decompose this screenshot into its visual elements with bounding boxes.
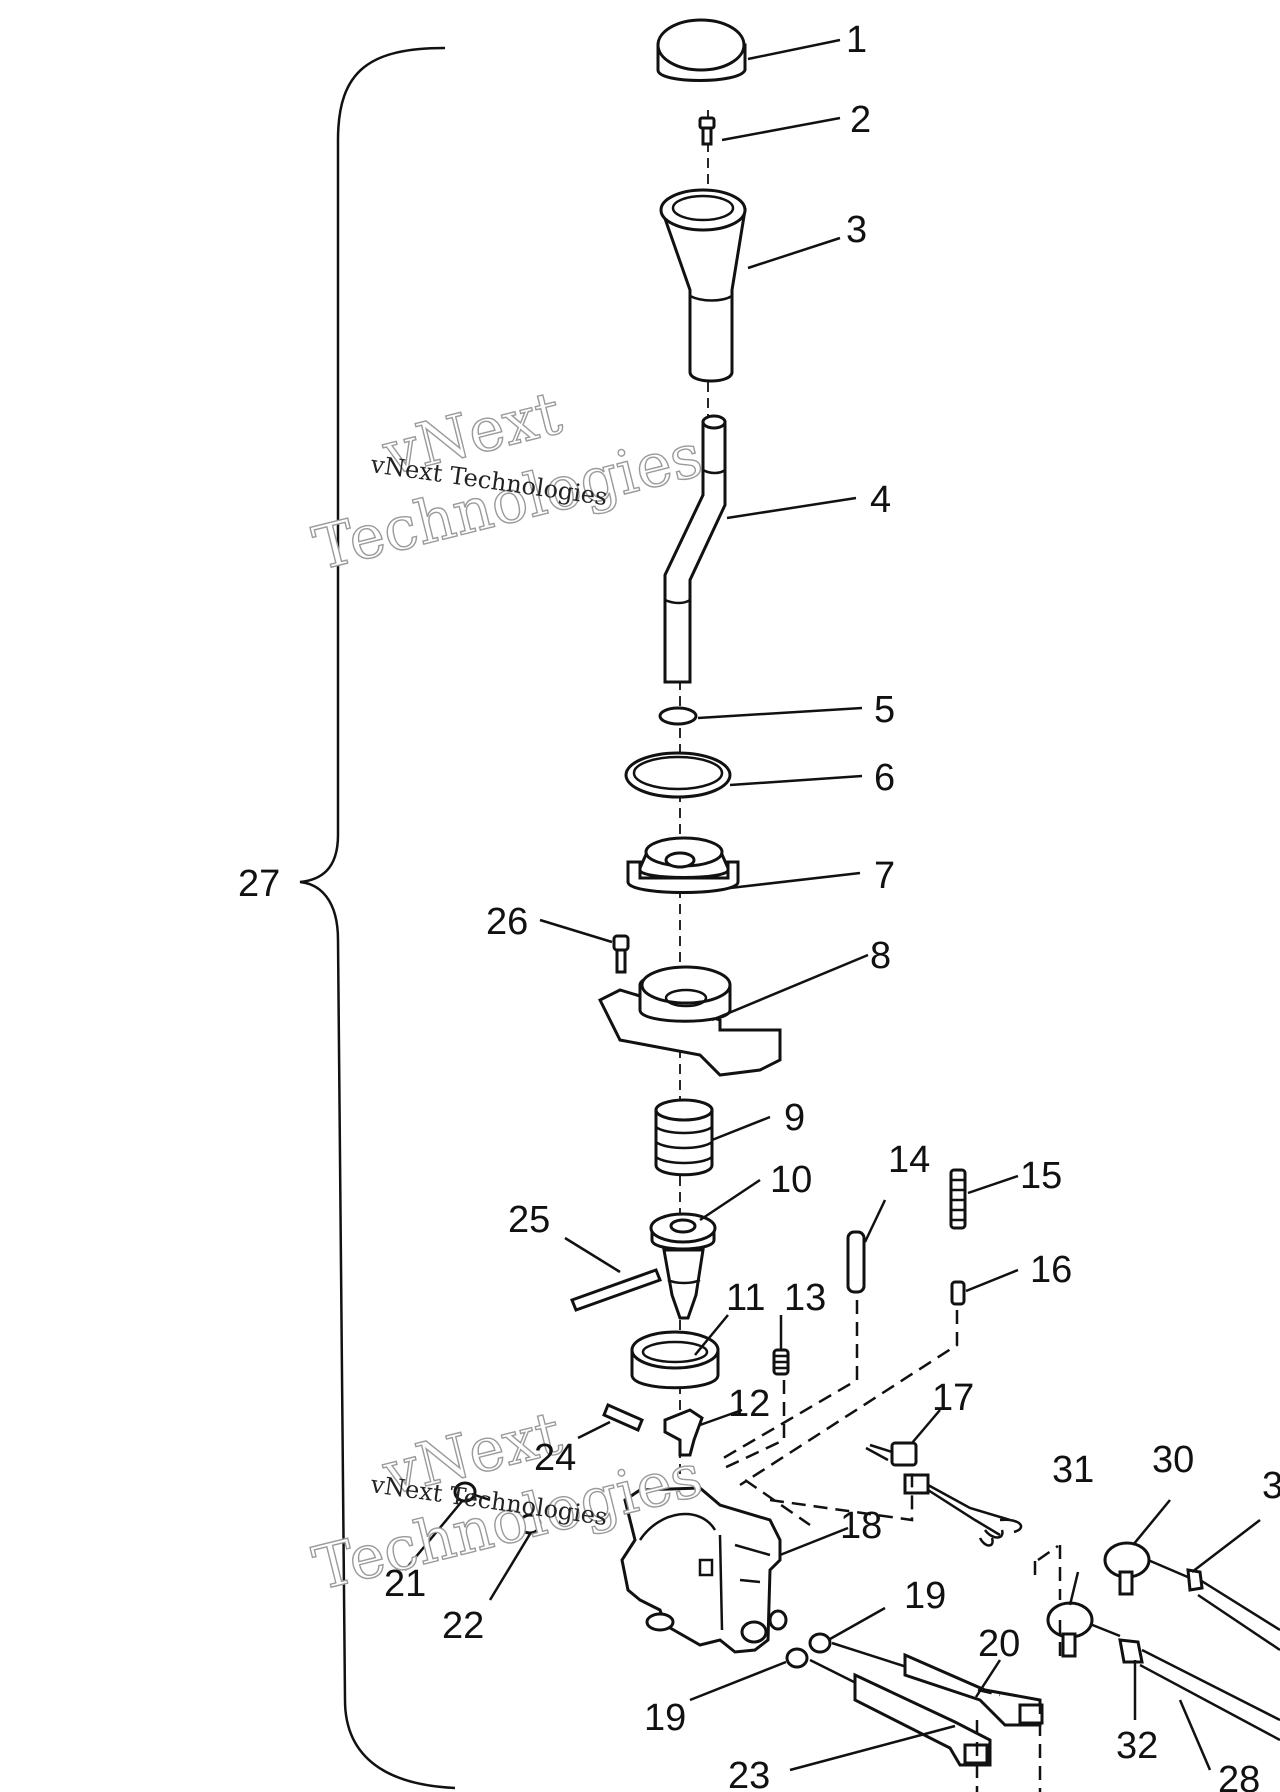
label-4: 4 <box>870 479 891 521</box>
label-31: 31 <box>1052 1449 1094 1491</box>
label-26: 26 <box>486 901 528 943</box>
part-16-nut <box>950 1280 966 1306</box>
part-20-clevis-rod <box>831 1641 1044 1727</box>
label-21: 21 <box>384 1563 426 1605</box>
label-2: 2 <box>850 99 871 141</box>
label-19-lower: 19 <box>644 1697 686 1739</box>
label-18: 18 <box>840 1505 882 1547</box>
label-25: 25 <box>508 1199 550 1241</box>
label-24: 24 <box>534 1437 576 1479</box>
part-8-housing-plate <box>597 965 782 1077</box>
part-15-stud <box>949 1168 967 1230</box>
part-21-bolt-shank <box>471 1492 491 1502</box>
label-22: 22 <box>442 1605 484 1647</box>
part-19a-o-ring <box>808 1632 832 1654</box>
label-33-partial: 3 <box>1262 1465 1280 1507</box>
part-19b-o-ring <box>785 1647 809 1669</box>
part-17-switch-harness <box>865 1441 1023 1547</box>
label-30: 30 <box>1152 1439 1194 1481</box>
label-1: 1 <box>846 19 867 61</box>
label-19-upper: 19 <box>904 1575 946 1617</box>
part-26-bolt <box>612 934 630 974</box>
part-30-ball-joint <box>1103 1541 1204 1596</box>
part-23-cable-rod <box>809 1658 992 1767</box>
part-10-pivot <box>649 1212 717 1320</box>
part-6-ring <box>624 751 732 799</box>
part-12-shift-finger <box>663 1408 704 1457</box>
part-2-screw <box>698 116 716 146</box>
label-11: 11 <box>726 1277 765 1319</box>
part-24-pin <box>602 1403 644 1432</box>
label-3: 3 <box>846 209 867 251</box>
label-32: 32 <box>1116 1725 1158 1767</box>
part-5-washer <box>658 706 698 726</box>
label-17: 17 <box>932 1377 974 1419</box>
part-32-nut <box>1118 1638 1144 1664</box>
part-22-washer <box>518 1513 542 1535</box>
part-4-shift-lever <box>663 414 727 684</box>
part-9-spring <box>654 1098 714 1177</box>
part-33-cable <box>1197 1578 1280 1652</box>
label-7: 7 <box>874 855 895 897</box>
label-12: 12 <box>728 1383 770 1425</box>
part-21-bolt <box>453 1481 477 1503</box>
part-1-cap <box>656 18 747 82</box>
part-25-pin <box>570 1268 662 1312</box>
part-13-set-screw <box>772 1348 790 1376</box>
label-16: 16 <box>1030 1249 1072 1291</box>
label-6: 6 <box>874 757 895 799</box>
label-13: 13 <box>784 1277 826 1319</box>
label-20: 20 <box>978 1623 1020 1665</box>
part-11-collar <box>630 1330 720 1390</box>
label-10: 10 <box>770 1159 812 1201</box>
part-7-boot <box>626 836 740 894</box>
watermark-top: vNext Technologies vNext Technologies <box>306 377 710 585</box>
label-9: 9 <box>784 1097 805 1139</box>
label-8: 8 <box>870 935 891 977</box>
label-15: 15 <box>1020 1155 1062 1197</box>
part-labels: 1 2 3 4 5 6 7 8 9 10 11 12 13 14 15 16 1… <box>238 19 1280 1792</box>
label-27: 27 <box>238 863 280 905</box>
assembly-brace <box>299 46 456 1790</box>
part-14-dowel-pin <box>846 1230 866 1294</box>
part-3-shift-knob <box>659 188 747 383</box>
label-5: 5 <box>874 689 895 731</box>
label-23: 23 <box>728 1755 770 1792</box>
part-28-cable <box>1139 1648 1280 1742</box>
part-18-shifter-housing <box>620 1486 788 1654</box>
label-28: 28 <box>1218 1759 1260 1792</box>
label-14: 14 <box>888 1139 930 1181</box>
leader-lines <box>404 38 1261 1772</box>
connection-lines <box>719 1300 1062 1792</box>
